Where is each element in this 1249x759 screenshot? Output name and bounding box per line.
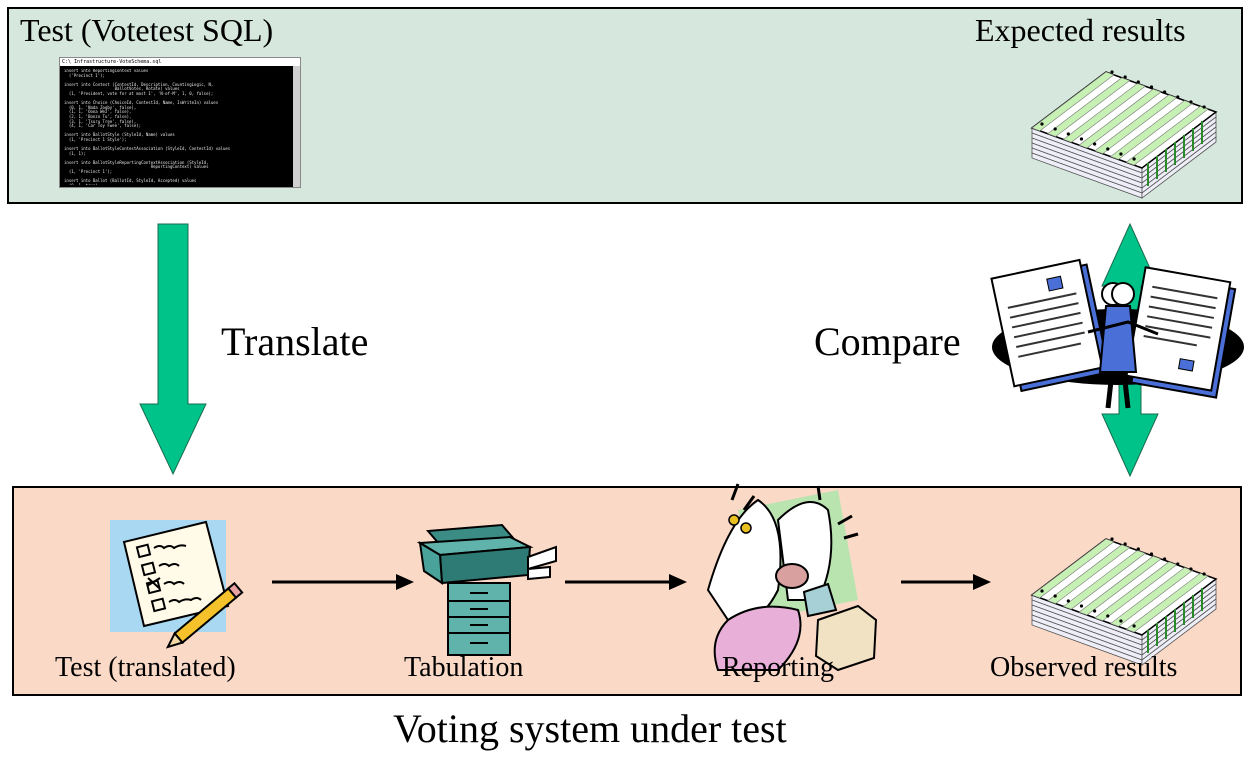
expected-results-label: Expected results [975,12,1186,48]
terminal-line: insert into Choice (ChoiceId, ContestId,… [64,100,219,106]
terminal-line: insert into BallotStyleContestAssociatio… [64,146,231,152]
terminal-line: (1, 1, 'Oona Wez', false), [64,109,132,115]
paper-stack-icon [1030,70,1218,199]
terminal-line: (1, 'Precinct 1 Style'); [64,136,127,142]
terminal-line: (3, 1, 'Tsuru Tree', false), [64,118,137,124]
diagram-caption: Voting system under test [393,706,787,751]
terminal-line: insert into ReportingContext values [64,69,149,73]
paper-stack-icon [1030,537,1218,666]
compare-label: Compare [814,319,961,364]
translate-label: Translate [221,319,369,364]
terminal-line: insert into BallotStyle (StyleId, Name) … [64,132,175,138]
terminal-line: insert into Contest (ContestId, Descript… [64,81,214,87]
terminal-line: (4, 1, 'Car Toy Fwee', false); [64,123,142,129]
terminal-line: (1, 'President, vote for at most 1', 'N-… [64,90,214,96]
test-sql-label: Test (Votetest SQL) [20,12,274,48]
step-label-tabulation: Tabulation [404,652,524,683]
checklist-icon [110,520,244,649]
step-label-reporting: Reporting [722,652,834,683]
compare-documents-icon [990,258,1244,409]
terminal-line: BallotVotes, Rotate) values [64,86,180,92]
terminal-scrollbar[interactable] [293,66,300,187]
step-label-observed-results: Observed results [990,652,1178,683]
terminal-line: (1, 'Precinct 1'); [64,169,113,175]
copier-icon [416,523,557,656]
step-label-test-translated: Test (translated) [55,652,236,683]
pipeline-arrow-1 [272,574,414,590]
terminal-title: C:\ Infrastructure-VoteSchema.sql [60,58,300,66]
pipeline-arrow-2 [565,574,687,590]
translate-arrow [139,223,207,476]
terminal-line: (0, 1, 'Nada Zogby', false), [64,104,137,110]
terminal-line: (0, 1, true), [64,183,290,185]
terminal-text: insert into ReportingContext values ('Pr… [64,69,290,185]
paperwork-person-icon [706,483,878,672]
terminal-line: insert into Ballot (BallotId, StyleId, A… [64,178,197,184]
terminal-line: (2, 1, 'Bonzo Tu', false), [64,113,132,119]
pipeline-arrow-3 [901,574,991,590]
sql-terminal-window: C:\ Infrastructure-VoteSchema.sql insert… [59,57,301,188]
terminal-line: insert into BallotStyleReportingContextA… [64,159,209,165]
terminal-line: ReportingContext) values [64,164,209,170]
terminal-line: (1, 1); [64,150,86,156]
terminal-line: ('Precinct 1'); [64,72,105,78]
